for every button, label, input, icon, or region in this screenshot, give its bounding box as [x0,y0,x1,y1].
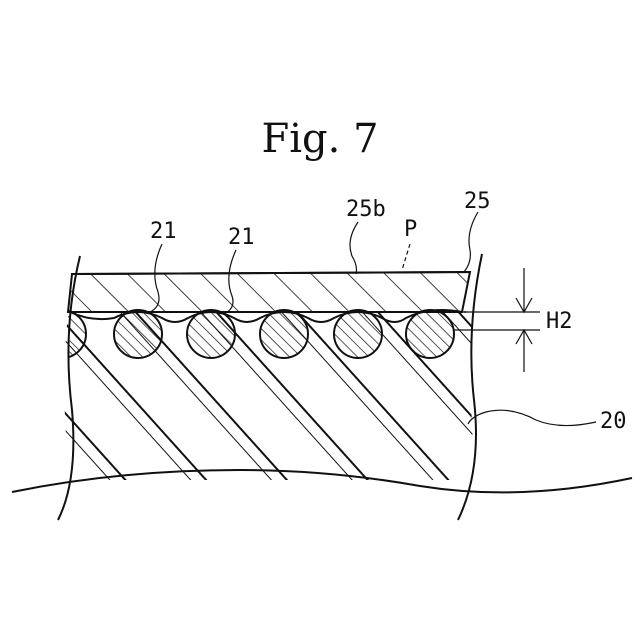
leader-25 [464,212,478,272]
label-20: 20 [600,409,627,434]
figure-title: Fig. 7 [261,116,378,162]
fiber-circle [260,310,308,358]
surface-layer-25 [68,272,470,312]
fiber-circle [334,310,382,358]
label-h2: H2 [546,309,573,334]
leader-25b [350,222,358,274]
leader-20 [468,410,596,425]
fiber-circle [187,310,235,358]
fiber-circle [114,310,162,358]
label-p: P [404,217,417,242]
fiber-circle [406,310,454,358]
fiber-circle [38,310,86,358]
label-21-mid: 21 [228,225,255,250]
label-25b: 25b [346,197,386,222]
label-21-left: 21 [150,219,177,244]
label-25: 25 [464,189,491,214]
leader-p [402,244,410,270]
